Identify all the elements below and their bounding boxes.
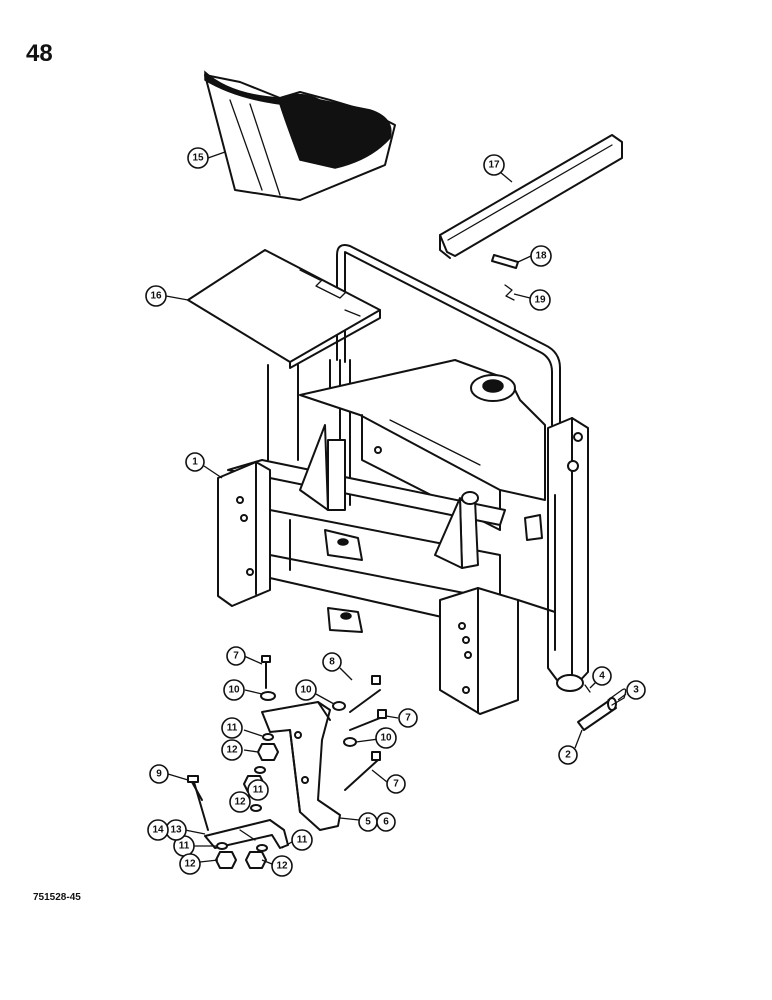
callout-7-right: 7 [398,708,418,728]
callout-12-mid: 12 [229,791,251,813]
svg-text:12: 12 [226,745,238,756]
callout-7-top: 7 [226,646,246,666]
callout-7-lower: 7 [386,774,406,794]
svg-text:12: 12 [184,859,196,870]
clip-part-19 [504,284,515,301]
svg-text:11: 11 [253,785,264,796]
pin-part-18 [491,254,519,269]
callout-9: 9 [149,764,169,784]
seat-plate-part-16 [187,249,381,369]
callout-17: 17 [483,154,505,176]
svg-text:11: 11 [297,835,308,846]
main-frame-part-1 [217,424,556,715]
channel-rail-part-17 [439,134,623,259]
callout-4: 4 [592,666,612,686]
callout-19: 19 [529,289,551,311]
svg-text:11: 11 [227,723,238,734]
callout-10-right: 10 [375,727,397,749]
callout-10-left: 10 [223,679,245,701]
svg-text:12: 12 [276,861,288,872]
svg-text:13: 13 [170,825,182,836]
hitch-clip-part-3 [607,688,627,706]
svg-text:10: 10 [380,733,392,744]
callout-8: 8 [322,652,342,672]
right-pivot-arm [547,417,589,692]
callout-16: 16 [145,285,167,307]
svg-text:19: 19 [534,295,546,306]
upper-mount-plate [299,359,546,531]
tube-frame [336,244,561,426]
seat-part-15 [204,70,396,201]
callout-12-lower-left: 12 [179,853,201,875]
svg-text:7: 7 [393,779,399,790]
callout-11-upper: 11 [221,717,243,739]
callout-13: 13 [165,819,187,841]
callout-14: 14 [147,819,169,841]
svg-text:10: 10 [228,685,240,696]
callout-11-right: 11 [291,829,313,851]
washer-part-4 [584,684,591,693]
callout-3: 3 [626,680,646,700]
svg-text:16: 16 [150,291,162,302]
svg-text:12: 12 [234,797,246,808]
callout-5: 5 [358,812,378,832]
svg-text:6: 6 [383,817,389,828]
callout-12-lower-right: 12 [271,855,293,877]
callout-10-mid: 10 [295,679,317,701]
svg-text:2: 2 [565,750,571,761]
svg-text:5: 5 [365,817,371,828]
svg-text:4: 4 [599,671,605,682]
svg-text:8: 8 [329,657,335,668]
svg-text:1: 1 [192,457,198,468]
callout-15: 15 [187,147,209,169]
callout-2: 2 [558,745,578,765]
callout-12-upper: 12 [221,739,243,761]
svg-text:7: 7 [405,713,411,724]
leader-lines [165,151,627,865]
svg-text:3: 3 [633,685,639,696]
svg-text:10: 10 [300,685,312,696]
svg-text:17: 17 [488,160,500,171]
bracket-part-5-6 [261,701,341,831]
pin-part-2 [577,697,617,731]
callout-11-mid: 11 [247,779,269,801]
svg-text:7: 7 [233,651,239,662]
callout-18: 18 [530,245,552,267]
svg-text:15: 15 [192,153,204,164]
figure-code: 751528-45 [33,892,81,903]
svg-text:18: 18 [535,251,547,262]
callout-1: 1 [185,452,205,472]
svg-text:9: 9 [156,769,162,780]
svg-text:11: 11 [179,841,190,852]
page-number: 48 [26,40,53,67]
callout-6: 6 [376,812,396,832]
svg-text:14: 14 [152,825,164,836]
bolts [187,655,387,831]
